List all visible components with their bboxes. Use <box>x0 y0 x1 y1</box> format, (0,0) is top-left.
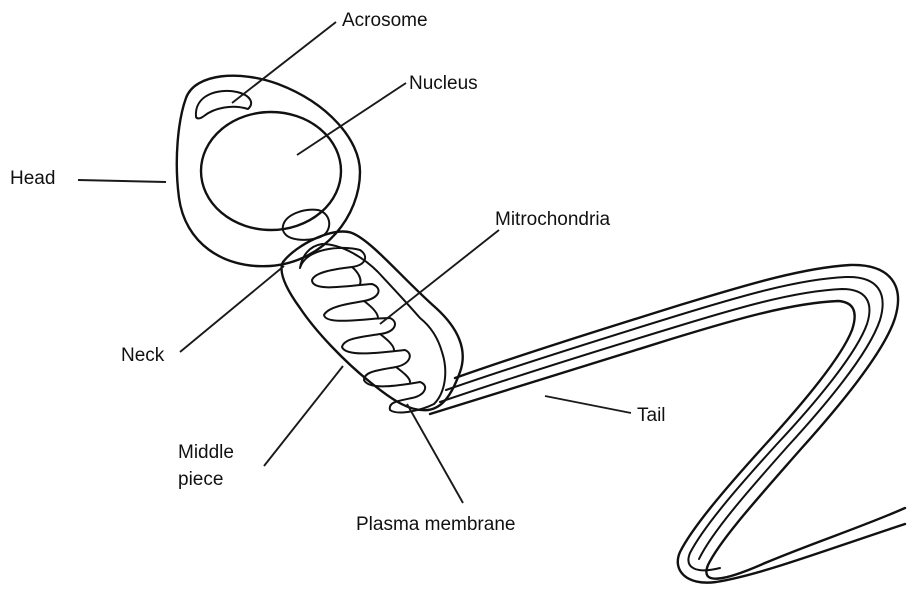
plasma-membrane-label: Plasma membrane <box>356 512 515 537</box>
middle-piece-leader <box>264 366 343 466</box>
head-label: Head <box>10 166 55 191</box>
middle-piece-label: Middle piece <box>178 439 234 493</box>
plasma-membrane-leader <box>407 404 463 503</box>
tail-outer-top <box>455 265 905 579</box>
nucleus-shape <box>201 112 341 230</box>
acrosome-leader <box>232 22 336 103</box>
acrosome-label: Acrosome <box>342 8 428 33</box>
tail-leader <box>545 396 631 413</box>
head-leader <box>78 180 166 182</box>
nucleus-label: Nucleus <box>409 71 478 96</box>
tail-label: Tail <box>637 403 666 428</box>
mitochondria-label: Mitrochondria <box>495 207 610 232</box>
middle-piece-label-line2: piece <box>178 466 234 493</box>
head-outline <box>177 76 360 267</box>
mitochondria-coils <box>300 244 445 412</box>
middle-piece-outline <box>282 232 463 411</box>
neck-leader <box>180 266 284 352</box>
neck-label: Neck <box>121 343 164 368</box>
middle-piece-label-line1: Middle <box>178 439 234 466</box>
tail-outer-bottom <box>430 301 905 583</box>
